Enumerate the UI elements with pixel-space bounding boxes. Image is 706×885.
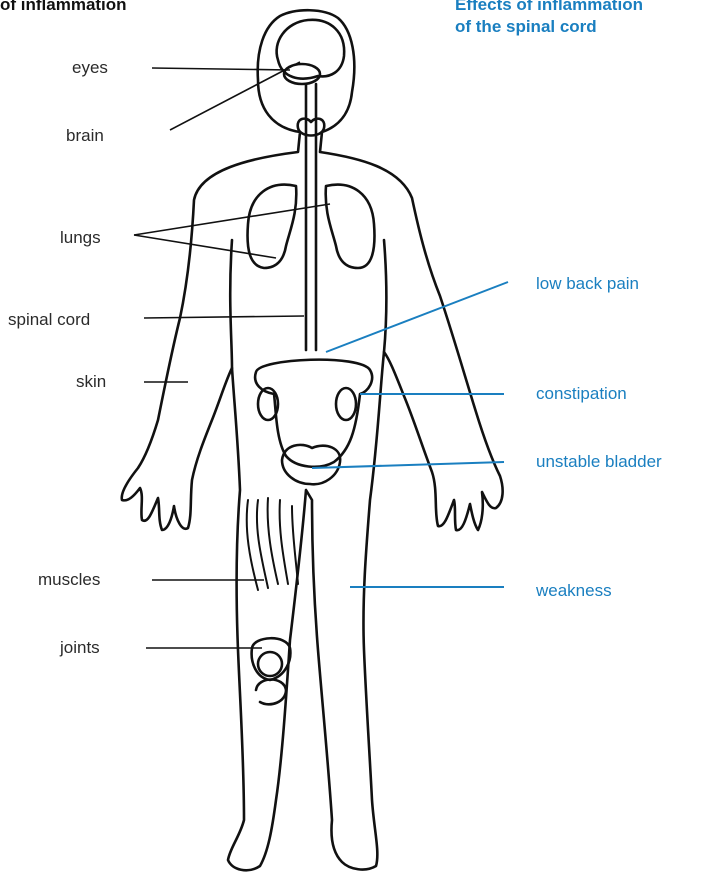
label-unstable-bladder: unstable bladder <box>536 452 662 472</box>
eyes-pointer <box>152 68 290 70</box>
body-outline <box>122 10 503 870</box>
spinal-cord-pointer <box>144 316 304 318</box>
brain-pointer <box>170 62 300 130</box>
lung-left-shape <box>248 185 297 268</box>
left-section-title: of inflammation <box>0 0 127 16</box>
label-weakness: weakness <box>536 581 612 601</box>
label-low-back-pain: low back pain <box>536 274 639 294</box>
right-section-title: Effects of inflammation of the spinal co… <box>455 0 643 38</box>
label-constipation: constipation <box>536 384 627 404</box>
label-eyes: eyes <box>72 58 108 78</box>
label-spinal-cord: spinal cord <box>8 310 90 330</box>
label-muscles: muscles <box>38 570 100 590</box>
spinal-cord-shape <box>306 84 316 350</box>
low-back-pain-pointer <box>326 282 508 352</box>
lung-right-shape <box>326 185 375 268</box>
right-title-line-1: Effects of inflammation <box>455 0 643 16</box>
label-skin: skin <box>76 372 106 392</box>
lungs-pointer-a <box>134 204 330 235</box>
right-title-line-2: of the spinal cord <box>455 16 643 38</box>
label-lungs: lungs <box>60 228 101 248</box>
thigh-muscles <box>247 498 298 590</box>
lungs-pointer-b <box>134 235 276 258</box>
label-joints: joints <box>60 638 100 658</box>
label-brain: brain <box>66 126 104 146</box>
